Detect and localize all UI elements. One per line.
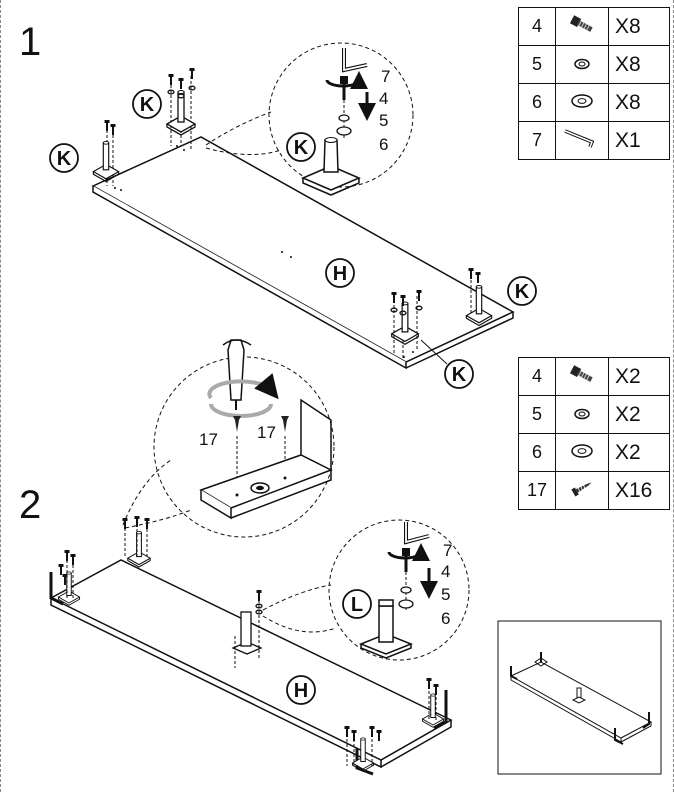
detail-number: 7: [381, 67, 390, 86]
step-2-number: 2: [19, 483, 42, 527]
overview-thumbnail: [497, 620, 662, 775]
parts-row: 17 X16: [518, 471, 670, 510]
part-number: 4: [518, 7, 556, 46]
svg-text:H: H: [294, 680, 308, 702]
parts-table-step-1: 4 X8 5 X8 6 X8 7 X1: [518, 7, 670, 160]
part-quantity: X1: [608, 121, 670, 160]
screw-icon: [555, 7, 609, 46]
rotate-arrow-icon: [207, 373, 279, 400]
parts-row: 7 X1: [518, 121, 670, 160]
step-1-drawing: K K K K H: [49, 42, 537, 389]
detail-number: 5: [379, 111, 388, 130]
large-washer-icon: [555, 83, 609, 122]
part-number: 6: [518, 83, 556, 122]
detail-number: 6: [441, 609, 450, 628]
small-washer-icon: [555, 395, 609, 434]
large-washer-icon: [336, 126, 352, 136]
parts-row: 4 X2: [518, 357, 670, 396]
part-quantity: X8: [608, 83, 670, 122]
part-quantity: X2: [608, 357, 670, 396]
svg-text:K: K: [140, 94, 155, 116]
leg-label-k: K: [132, 89, 162, 119]
large-washer-icon: [398, 599, 414, 609]
part-quantity: X16: [608, 471, 670, 510]
detail-number: 6: [379, 135, 388, 154]
detail-number: 4: [379, 89, 388, 108]
screwdriver-icon: [227, 339, 245, 401]
detail-callout: 7 4 5 6 K: [205, 42, 414, 196]
wood-screw-icon: [555, 471, 609, 510]
allen-key-icon: [555, 121, 609, 160]
step-1-number: 1: [19, 20, 42, 64]
svg-text:K: K: [515, 281, 530, 303]
leg-label-k: K: [49, 143, 79, 173]
board-label-h: H: [325, 258, 355, 288]
detail-number: 4: [441, 562, 450, 581]
detail-callout: 7 4 5 6 L: [262, 519, 470, 661]
screwdriver-detail-callout: 17 17: [122, 339, 335, 538]
part-quantity: X2: [608, 433, 670, 472]
large-washer-icon: [555, 433, 609, 472]
center-leg: [231, 611, 263, 655]
leg-label-k: K: [507, 276, 537, 306]
part-number: 5: [518, 395, 556, 434]
small-washer-icon: [338, 114, 350, 122]
screw-label: 17: [257, 423, 276, 442]
parts-table-step-2: 4 X2 5 X2 6 X2 17 X16: [518, 357, 670, 510]
part-quantity: X8: [608, 45, 670, 84]
leg-label-k: K: [444, 359, 474, 389]
parts-row: 6 X8: [518, 83, 670, 122]
svg-text:H: H: [333, 263, 347, 285]
svg-text:K: K: [57, 148, 72, 170]
detail-leg-label: L: [351, 594, 363, 616]
small-washer-icon: [400, 586, 412, 594]
step-2-drawing: H 17 17: [49, 339, 662, 776]
detail-leg-label: K: [294, 137, 309, 159]
part-quantity: X2: [608, 395, 670, 434]
wood-screw-icon: [233, 416, 241, 432]
wood-screw-icon: [281, 416, 289, 432]
screw-label: 17: [199, 430, 218, 449]
detail-number: 5: [441, 585, 450, 604]
detail-number: 7: [443, 541, 452, 560]
svg-text:K: K: [452, 364, 467, 386]
parts-row: 5 X2: [518, 395, 670, 434]
board-label-h: H: [286, 675, 316, 705]
